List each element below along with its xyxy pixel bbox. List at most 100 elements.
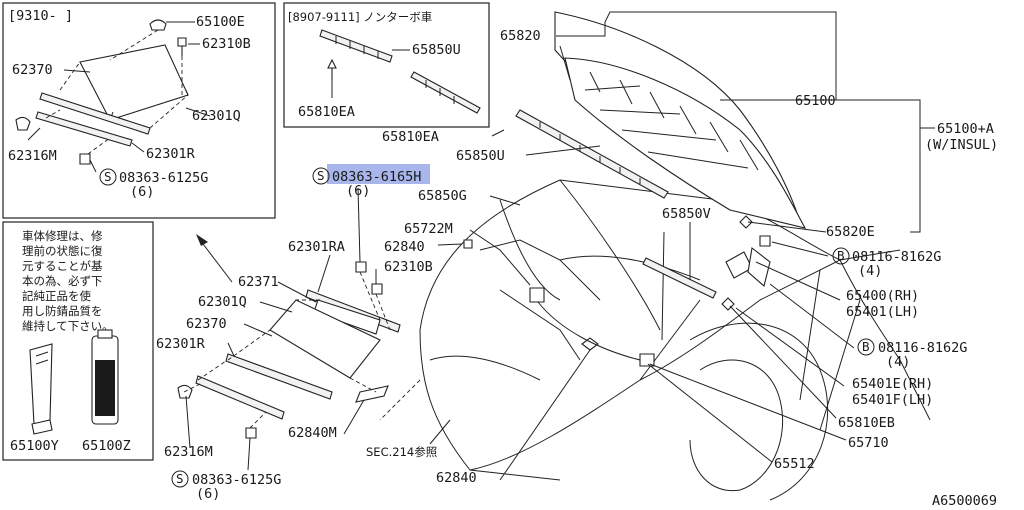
lbl-08363-6165H: 08363-6165H: [332, 169, 421, 185]
bumper-65820E: [739, 215, 753, 229]
seal-strip-lower: [35, 111, 133, 147]
lbl-62370: 62370: [186, 316, 227, 332]
circle-s-letter: S: [104, 169, 112, 184]
lbl-65810EA: 65810EA: [382, 129, 439, 145]
strip-62301Q: [225, 353, 333, 400]
lbl-65401: 65401(LH): [846, 304, 919, 320]
lbl-65710: 65710: [848, 435, 889, 451]
lbl-65820E: 65820E: [826, 224, 875, 240]
callout-labels: 65820 65100 65100+A (W/INSUL) 65810EA 65…: [156, 28, 998, 509]
lbl-65820: 65820: [500, 28, 541, 44]
weatherstrip-lower: [410, 71, 481, 114]
front-cover-62370: [269, 299, 381, 379]
lbl-08363-6125G-qty: (6): [196, 486, 220, 502]
lbl-62371: 62371: [238, 274, 279, 290]
seal-strip-upper: [39, 92, 151, 135]
weatherstrip-upper: [319, 29, 393, 63]
lbl-62840: 62840: [384, 239, 425, 255]
circle-b-letter-1: B: [837, 248, 845, 263]
note-line-3: 元することが基: [22, 259, 103, 273]
lbl-65810EB: 65810EB: [838, 415, 895, 431]
lbl-bolt-qty: (6): [130, 184, 154, 200]
circle-b-marker-1: [832, 247, 850, 265]
hood-seal-65850U: [515, 109, 669, 199]
lbl-65100Y: 65100Y: [10, 438, 59, 454]
circle-s-letter-3: S: [176, 471, 184, 486]
lbl-65401F: 65401F(LH): [852, 392, 933, 408]
lbl-08363-6165H-qty: (6): [346, 183, 370, 199]
lbl-62301R: 62301R: [156, 336, 206, 352]
highlight-selection: [327, 164, 430, 184]
lbl-62310B: 62310B: [384, 259, 433, 275]
hood-panel: [564, 57, 807, 229]
lbl-65401E: 65401E(RH): [852, 376, 933, 392]
lbl-08116-b-qty: (4): [886, 354, 910, 370]
car-body: [419, 179, 931, 501]
lbl-62301RA: 62301RA: [288, 239, 345, 255]
sealant-tube-icon: [29, 343, 53, 435]
clip: [177, 37, 187, 56]
note-line-4: 本の為、必ず下: [22, 274, 103, 288]
inset-9310: [9310- ] 65100E 62310B 62370 62301Q 6231…: [2, 2, 276, 219]
note-line-5: 記純正品を使: [22, 289, 91, 303]
lbl-62370: 62370: [12, 62, 53, 78]
lbl-bolt-6125G: 08363-6125G: [119, 170, 208, 186]
arrow-head-icon: [196, 234, 208, 246]
circle-s-marker-3: [171, 470, 189, 488]
lbl-65100A: 65100+A: [937, 121, 994, 137]
lbl-65400: 65400(RH): [846, 288, 919, 304]
direction-arrow: [199, 239, 233, 283]
lbl-62840M: 62840M: [288, 425, 337, 441]
spray-can-icon: [91, 329, 119, 425]
lbl-65850U-inset: 65850U: [412, 42, 461, 58]
lbl-08363-6125G: 08363-6125G: [192, 472, 281, 488]
lbl-62310B: 62310B: [202, 36, 251, 52]
lbl-65100E: 65100E: [196, 14, 245, 30]
panel-62371: [313, 299, 381, 335]
leader-lines: [185, 11, 935, 481]
rubber-strip-65850V: [642, 257, 717, 299]
bolt-head: [79, 153, 91, 165]
bolt-08116-a: [759, 235, 771, 247]
lbl-62301Q: 62301Q: [192, 108, 241, 124]
lbl-08116-8162G-a: 08116-8162G: [852, 249, 941, 265]
grommet: [149, 19, 167, 31]
lbl-65850U: 65850U: [456, 148, 505, 164]
lbl-65100: 65100: [795, 93, 836, 109]
bolt-08363-6125G: [245, 427, 257, 439]
front-cover-parts: [177, 261, 421, 439]
lbl-65100Z: 65100Z: [82, 438, 131, 454]
lbl-65512: 65512: [774, 456, 815, 472]
note-line-2: 理前の状態に復: [22, 244, 103, 258]
lbl-62316M: 62316M: [8, 148, 57, 164]
lbl-65850G: 65850G: [418, 188, 467, 204]
note-line-6: 用し防錆品質を: [22, 304, 103, 318]
hinge-rh: [725, 251, 753, 279]
lbl-08116-a-qty: (4): [858, 263, 882, 279]
inset-header: [9310- ]: [8, 8, 73, 24]
note-line-7: 維持して下さい。: [22, 319, 114, 333]
circle-s-marker: [99, 168, 117, 186]
hood-lock-65722M: [529, 287, 545, 303]
inset-8907-9111: [8907-9111] ノンターボ車 65850U 65810EA: [283, 2, 490, 128]
lbl-62316M: 62316M: [164, 444, 213, 460]
bracket-62840M: [355, 385, 389, 403]
inset2-header: [8907-9111] ノンターボ車: [288, 10, 432, 24]
clip-65810EA: [327, 58, 337, 80]
lbl-sec-214: SEC.214参照: [366, 445, 437, 459]
clip-62840: [463, 239, 473, 249]
note-line-1: 車体修理は、修: [22, 229, 103, 243]
circle-s-marker-2: [312, 167, 330, 185]
circle-b-marker-2: [857, 338, 875, 356]
lbl-65100A-note: (W/INSUL): [925, 137, 998, 153]
bolt-08363-6165H: [355, 261, 367, 273]
hinge-lh: [747, 246, 771, 288]
lbl-65810EA-inset: 65810EA: [298, 104, 355, 120]
lbl-08116-8162G-b: 08116-8162G: [878, 340, 967, 356]
lbl-65850V: 65850V: [662, 206, 711, 222]
note-box: 車体修理は、修 理前の状態に復 元することが基 本の為、必ず下 記純正品を使 用…: [2, 221, 154, 461]
lbl-62840-bottom: 62840: [436, 470, 477, 486]
hood-lock-65512: [639, 353, 655, 367]
clip-62310B: [371, 283, 383, 295]
